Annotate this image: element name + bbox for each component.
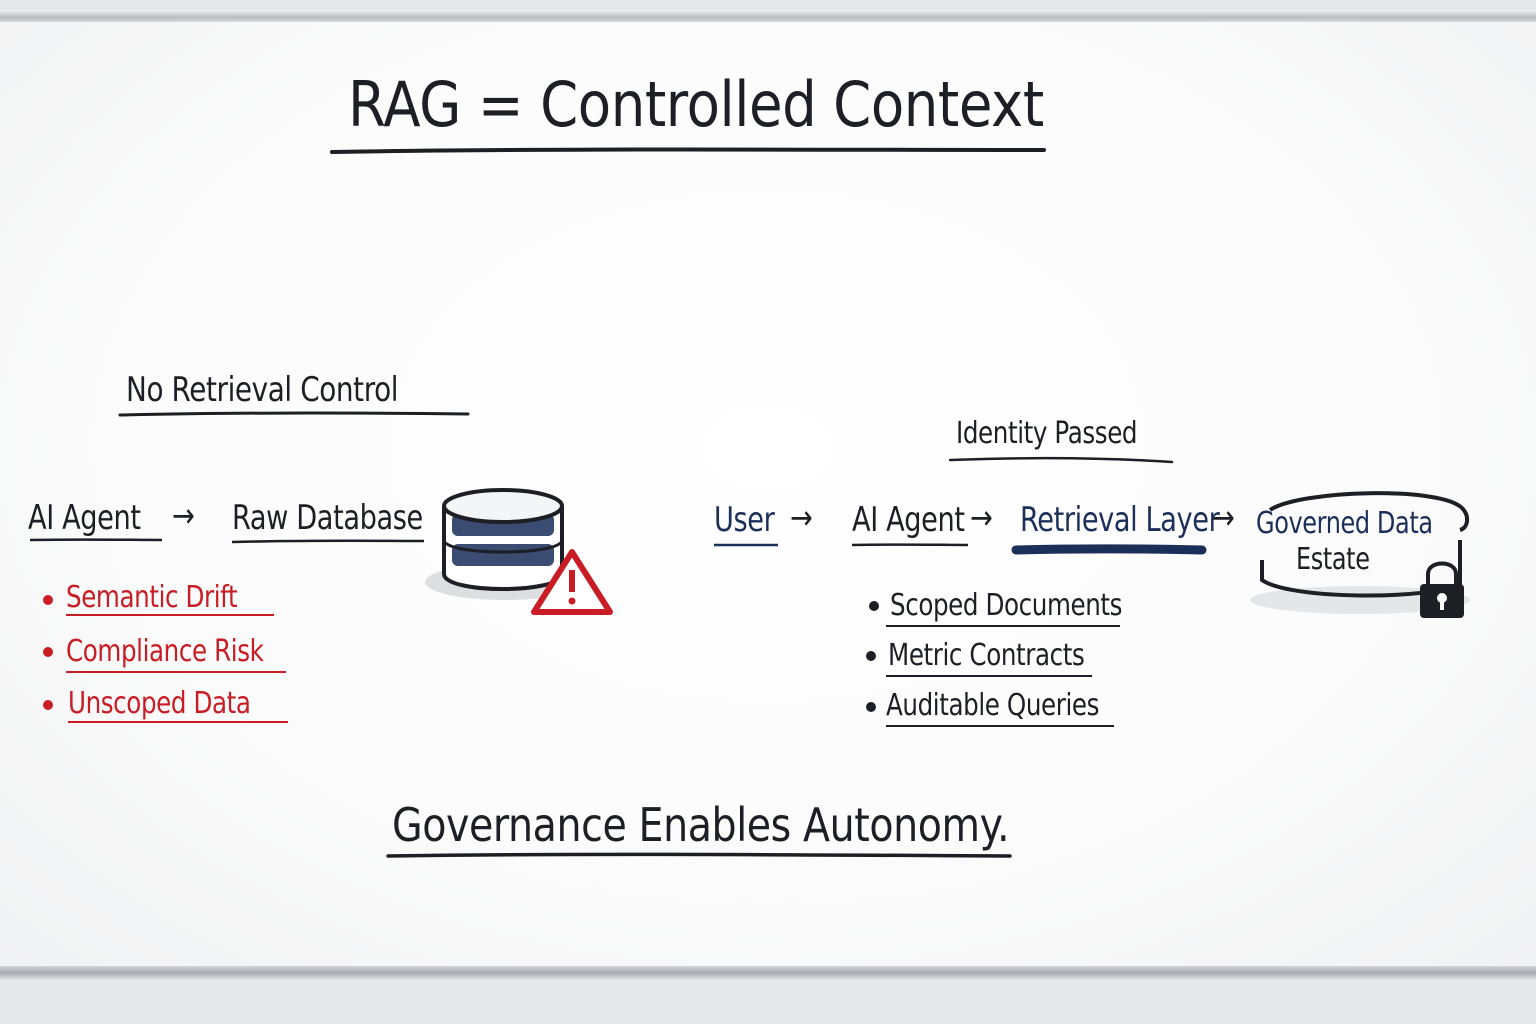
footer-statement: Governance Enables Autonomy.: [392, 798, 1010, 852]
right-flow-arrow-3: →: [1212, 498, 1235, 538]
left-flow-arrow: →: [172, 496, 195, 536]
right-flow-arrow-1: →: [790, 498, 813, 538]
left-flow-ai-agent: AI Agent: [28, 498, 141, 538]
board-frame-bottom: [0, 966, 1536, 980]
page-title: RAG = Controlled Context: [348, 68, 1044, 141]
left-flow-raw-database: Raw Database: [232, 498, 423, 538]
risk-semantic-drift: Semantic Drift: [66, 580, 238, 615]
benefit-auditable-queries: Auditable Queries: [886, 688, 1100, 723]
board-frame-top: [0, 10, 1536, 22]
benefit-metric-contracts: Metric Contracts: [888, 638, 1085, 673]
right-flow-governed-data: Governed Data: [1256, 506, 1433, 541]
right-flow-estate: Estate: [1296, 542, 1370, 577]
right-heading: Identity Passed: [956, 416, 1138, 451]
risk-unscoped-data: Unscoped Data: [68, 686, 251, 721]
right-flow-arrow-2: →: [970, 498, 993, 538]
benefit-scoped-documents: Scoped Documents: [890, 588, 1123, 623]
right-flow-retrieval-layer: Retrieval Layer: [1020, 500, 1220, 540]
right-flow-user: User: [714, 500, 775, 540]
left-heading: No Retrieval Control: [126, 370, 399, 410]
risk-compliance-risk: Compliance Risk: [66, 634, 264, 669]
right-flow-ai-agent: AI Agent: [852, 500, 965, 540]
